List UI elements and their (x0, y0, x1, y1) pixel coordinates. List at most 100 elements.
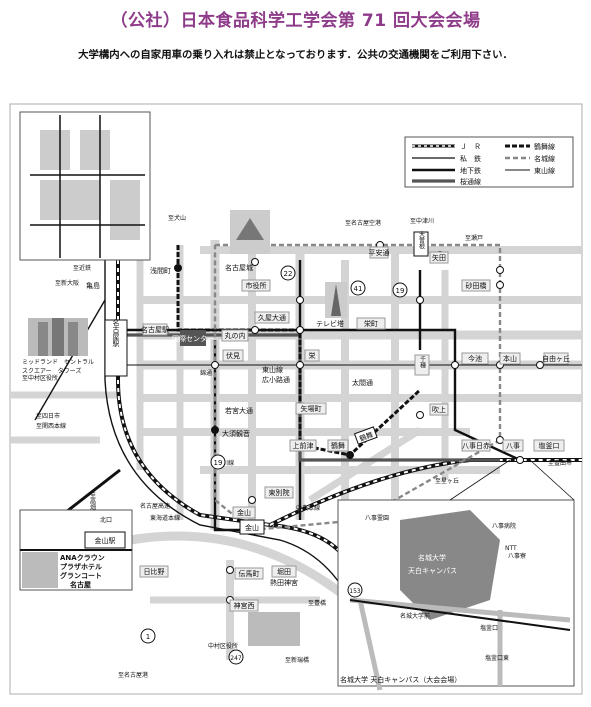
place-ana2: プラザホテル (60, 562, 102, 571)
legend-private: 私 鉄 (460, 154, 481, 163)
legend-subway: 地下鉄 (460, 166, 481, 175)
station-shinsakae: 栄町 (364, 319, 378, 328)
station-shiyakusho: 市役所 (246, 281, 267, 290)
station-kanayama-sub: 金山 (237, 508, 251, 517)
station-kanayama: 金山 (245, 523, 259, 532)
station-kurokawa: 平安通 (369, 248, 390, 257)
parking-notice: 大学構内への自家用車の乗り入れは禁止となっております．公共の交通機関をご利用下さ… (78, 49, 513, 61)
legend-higashiyama: 東山線 (534, 166, 555, 175)
to-gifu: 至近鉄 (73, 264, 91, 272)
station-yada: 矢田 (432, 253, 446, 262)
station-fukiage: 吹上 (432, 405, 446, 414)
station-kokusai: 国際センター (172, 334, 214, 343)
legend-jr: Ｊ Ｒ (460, 143, 481, 151)
direction-labels: 至犬山 至名古屋空港 至中津川 至瀬戸 至近鉄 至新大阪 至中村区役所 至四日市… (22, 214, 572, 679)
place-ana4: 名古屋 (70, 580, 91, 589)
station-tsurumai: 鶴舞 (331, 441, 345, 450)
place-shiogamahigashi: 塩釜口東 (485, 654, 509, 662)
station-kamimaezu: 上前津 (293, 441, 314, 450)
road-nishiki: 錦通 (200, 369, 212, 377)
station-marunouchi: 丸の内 (225, 331, 246, 340)
to-inuyama: 至犬山 (168, 214, 186, 222)
to-takaoka: 至新大阪 (55, 279, 79, 287)
route-19: 19 (396, 287, 405, 295)
to-seto: 至瀬戸 (465, 234, 483, 242)
road-meitetsu: 名古屋高速 (140, 502, 170, 510)
station-chikusa: 千種 (419, 355, 426, 369)
place-tvtower: テレビ塔 (316, 319, 344, 328)
to-shinmizuho: 至新瑞橋 (285, 656, 309, 664)
tvtower-photo (325, 282, 347, 318)
place-meijoumae: 名城大学前 (400, 612, 430, 620)
place-yagotoreien: 八事霊園 (365, 514, 389, 522)
page-title: （公社）日本食品科学工学会第 71 回大会会場 (110, 11, 481, 31)
inset-kanayama-station: 金山駅 (95, 536, 116, 545)
place-square: スクエアー タワーズ (22, 367, 81, 375)
road-higashiyama: 東山線 (262, 365, 283, 374)
road-tsushima: 太閤通 (352, 378, 373, 387)
inset-north-exit: 北口 (100, 516, 112, 524)
road-shiratori: 中村区役所 (208, 642, 238, 650)
place-ana1: ANAクラウン (60, 553, 105, 562)
station-yabacho: 矢場町 (301, 404, 322, 413)
place-midland: ミッドランド セントラル (22, 359, 94, 366)
kanayama-inset: 金山駅 北口 ANAクラウン プラザホテル グランコート 名古屋 (19, 509, 133, 591)
campus-inset: 名城大学 天白キャンパス 八事霊園 八事病院 NTT 八事寮 153 名城大学前… (337, 459, 575, 691)
route-shields: 22 41 19 19 1 247 (140, 265, 408, 665)
station-nagoya: 名古屋駅 (112, 318, 120, 348)
atsuta-photo (248, 612, 300, 646)
station-higashibetsuin: 東別院 (269, 488, 290, 497)
station-tenmacho: 伝馬町 (239, 569, 260, 578)
station-yagoto: 八事 (506, 441, 520, 450)
to-nakamura: 至中村区役所 (22, 374, 58, 382)
legend: Ｊ Ｒ 私 鉄 地下鉄 桜通線 鶴舞線 名城線 東山線 (404, 136, 574, 188)
to-kansai: 至関西本線 (36, 422, 66, 430)
station-meieki2: 名古屋駅 (141, 325, 169, 334)
station-imaike: 今池 (468, 354, 482, 363)
legend-sakuradori: 桜通線 (460, 177, 481, 186)
station-hisaya: 久屋大通 (258, 313, 286, 322)
station-shiogamaguchi: 塩釜口 (539, 441, 560, 450)
station-sengencho: 浅間町 (150, 266, 171, 275)
route-1: 1 (146, 633, 150, 641)
road-chuo: 中央本線 (296, 504, 320, 512)
station-fujigaoka: 自由ヶ丘 (542, 354, 570, 363)
to-nagoyako: 至名古屋港 (118, 671, 148, 679)
to-toyohashi: 至豊橋 (308, 599, 326, 607)
nagoya-station-inset (19, 111, 151, 261)
route-19b: 19 (214, 459, 223, 467)
station-ozone: 大曽根 (418, 230, 425, 250)
station-yagotonisseki: 八事日赤 (462, 441, 490, 450)
campus-name: 名城大学 (418, 553, 446, 562)
place-yagotoin: 八事病院 (492, 522, 516, 530)
station-hibino: 日比野 (144, 567, 165, 576)
route-153: 153 (349, 588, 361, 595)
route-22: 22 (284, 270, 293, 278)
place-ntt: NTT (505, 545, 517, 552)
campus-tenpaku: 天白キャンパス (408, 566, 457, 575)
to-nakatsugawa: 至中津川 (410, 217, 434, 225)
place-yagotocho: 八事寮 (508, 552, 526, 560)
legend-meijo: 名城線 (534, 154, 555, 163)
to-yokkaichi: 至四日市 (36, 412, 60, 420)
private-railway (34, 260, 356, 611)
to-otaka: 至高畑 (89, 492, 96, 511)
station-horita: 堀田 (277, 567, 291, 576)
legend-tsurumai: 鶴舞線 (534, 142, 555, 151)
tsurumai-line (176, 245, 422, 457)
station-sunadabashi: 砂田橋 (466, 281, 487, 290)
road-tokaido: 東海道本線 (150, 514, 180, 522)
to-toyota: 至豊田市 (548, 459, 572, 467)
route-247: 247 (230, 655, 242, 662)
road-wakamiya: 若宮大通 (225, 406, 253, 415)
station-osukannon: 大須観音 (222, 429, 250, 438)
route-41: 41 (354, 285, 363, 293)
road-hirokoji: 広小路通 (262, 375, 290, 384)
place-nagoyacastle: 名古屋城 (225, 263, 253, 272)
midland-photo: ミッドランド セントラル スクエアー タワーズ (22, 318, 94, 375)
campus-caption: 名城大学 天白キャンパス（大会会場） (340, 675, 461, 684)
station-kamejima: 亀島 (86, 281, 100, 290)
station-labels: 名古屋駅 国際センター 名古屋駅 丸の内 久屋大通 市役所 伏見 栄 栄町 千種… (104, 230, 570, 612)
station-motoyama: 本山 (503, 354, 517, 363)
